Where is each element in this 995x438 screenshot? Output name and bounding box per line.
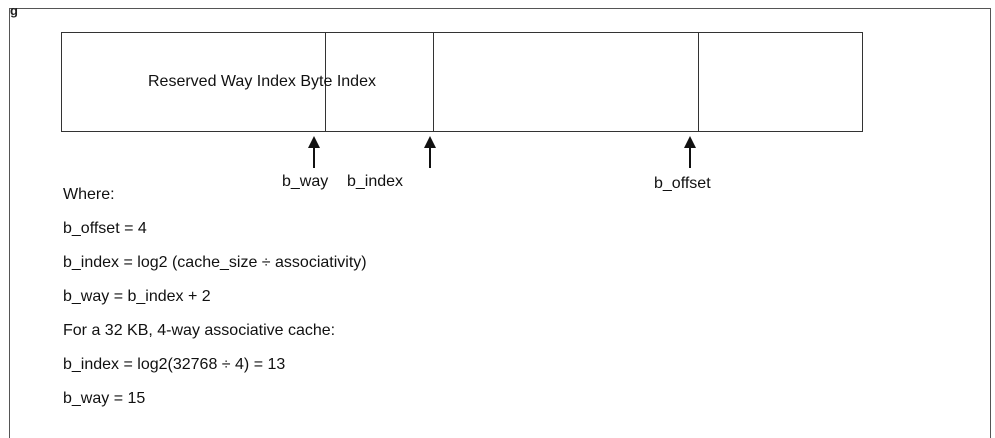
pointer-label-index: b_index <box>347 173 404 190</box>
formula-example-way: b_way = 15 <box>63 390 146 407</box>
arrow-up-icon-offset <box>684 136 696 168</box>
formula-where: Where: <box>63 186 115 203</box>
formula-offset: b_offset = 4 <box>63 220 147 237</box>
figure-frame: g <box>9 3 991 438</box>
divider-way <box>325 32 326 132</box>
address-register-box <box>61 32 863 132</box>
formula-example-index: b_index = log2(32768 ÷ 4) = 13 <box>63 356 286 373</box>
corner-label: g <box>10 3 18 18</box>
formula-way: b_way = b_index + 2 <box>63 288 211 305</box>
register-field-labels: Reserved Way Index Byte Index <box>148 73 376 90</box>
pointer-label-way: b_way <box>282 173 329 190</box>
arrow-up-icon-index <box>424 136 436 168</box>
arrow-up-icon-way <box>308 136 320 168</box>
formula-index: b_index = log2 (cache_size ÷ associativi… <box>63 254 367 271</box>
pointer-label-offset: b_offset <box>654 175 711 192</box>
formula-example-intro: For a 32 KB, 4-way associative cache: <box>63 322 336 339</box>
divider-index <box>433 32 434 132</box>
divider-offset <box>698 32 699 132</box>
